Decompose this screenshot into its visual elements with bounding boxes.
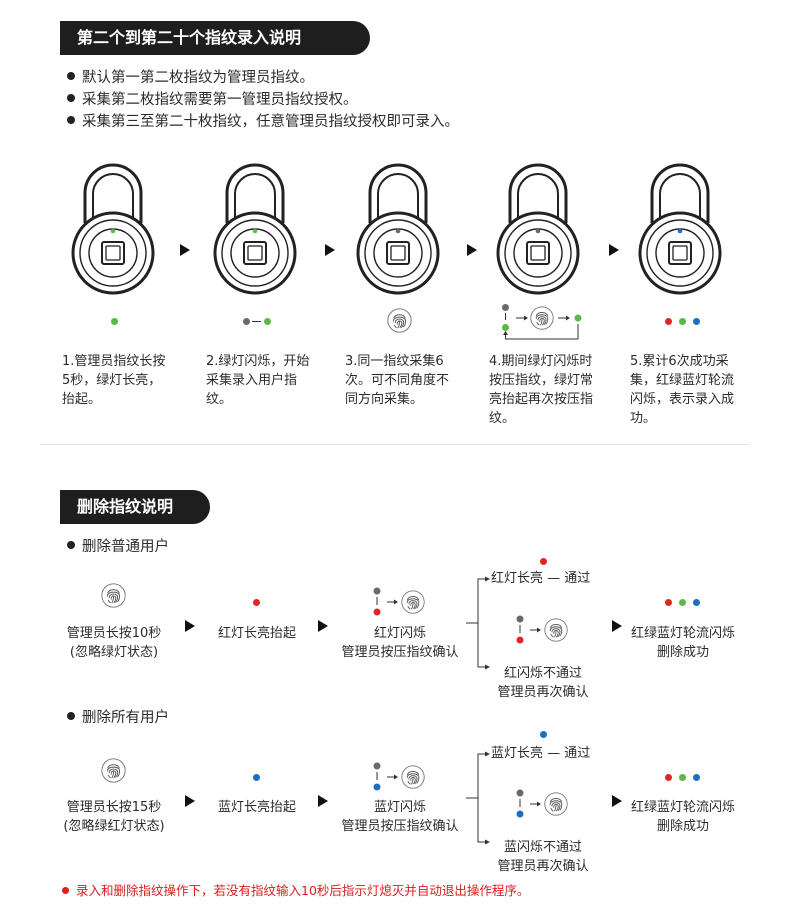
pass-label: 蓝灯长亮 — 通过 [491, 746, 591, 761]
hold-caption: 管理员长按10秒(忽略绿灯状态) [66, 626, 162, 660]
delete-normal-heading: 删除普通用户 [67, 536, 169, 558]
step-1-text: 1.管理员指纹长按5秒，绿灯长亮，抬起。 [62, 354, 166, 407]
press-cycle-diagram [502, 304, 582, 340]
right-arrow-icon [318, 795, 328, 807]
right-arrow-icon [325, 244, 335, 256]
branch-bracket [466, 576, 490, 670]
right-arrow-icon [318, 620, 328, 632]
led-green-dot [679, 318, 686, 325]
led-blue-dot [540, 731, 547, 738]
branch-bracket [466, 751, 490, 845]
success-caption: 红绿蓝灯轮流闪烁删除成功 [630, 626, 735, 660]
padlock-icon [356, 163, 440, 295]
state-caption: 红灯长亮抬起 [217, 626, 296, 641]
right-arrow-icon [609, 244, 619, 256]
step-4-text: 4.期间绿灯闪烁时按压指纹，绿灯常亮抬起再次按压指纹。 [489, 354, 594, 426]
led-green-dot [679, 599, 686, 606]
success-caption: 红绿蓝灯轮流闪烁删除成功 [630, 800, 735, 834]
delete-all-heading: 删除所有用户 [67, 707, 169, 729]
fail-label: 红闪烁不通过管理员再次确认 [497, 666, 589, 700]
right-arrow-icon [185, 795, 195, 807]
bullet-3: 采集第三至第二十枚指纹，任意管理员指纹授权即可录入。 [67, 111, 459, 133]
right-arrow-icon [185, 620, 195, 632]
state-caption: 蓝灯长亮抬起 [217, 800, 296, 815]
led-gray-dot [243, 318, 250, 325]
padlock-icon [213, 163, 297, 295]
right-arrow-icon [612, 620, 622, 632]
led-blue-dot [693, 599, 700, 606]
led-blue-dot [253, 774, 260, 781]
hold-caption: 管理员长按15秒(忽略绿红灯状态) [63, 800, 165, 834]
padlock-icon [638, 163, 722, 295]
led-blue-dot [693, 318, 700, 325]
retry-diagram [516, 615, 568, 644]
led-green-dot [111, 318, 118, 325]
dash [252, 321, 261, 322]
blink-caption: 红灯闪烁管理员按压指纹确认 [341, 626, 459, 660]
step-2-text: 2.绿灯闪烁，开始采集录入用户指纹。 [206, 354, 310, 407]
fingerprint-icon [101, 583, 126, 608]
led-red-dot [665, 318, 672, 325]
right-arrow-icon [180, 244, 190, 256]
retry-diagram [516, 789, 568, 818]
fingerprint-icon [387, 308, 412, 333]
led-red-dot [540, 558, 547, 565]
step-3-text: 3.同一指纹采集6次。可不同角度不同方向采集。 [345, 354, 450, 407]
led-red-dot [665, 599, 672, 606]
bullet-1: 默认第一第二枚指纹为管理员指纹。 [67, 67, 314, 89]
right-arrow-icon [467, 244, 477, 256]
section1-title: 第二个到第二十个指纹录入说明 [60, 21, 370, 55]
bullet-2: 采集第二枚指纹需要第一管理员指纹授权。 [67, 89, 358, 111]
led-red-dot [253, 599, 260, 606]
section2-title: 删除指纹说明 [60, 490, 210, 524]
blink-press-diagram [373, 762, 425, 791]
divider [40, 444, 750, 445]
led-blue-dot [693, 774, 700, 781]
step-5-text: 5.累计6次成功采集，红绿蓝灯轮流闪烁，表示录入成功。 [630, 354, 735, 426]
footer-note: 录入和删除指纹操作下，若没有指纹输入10秒后指示灯熄灭并自动退出操作程序。 [62, 880, 529, 899]
fingerprint-icon [101, 758, 126, 783]
padlock-icon [496, 163, 580, 295]
padlock-icon [71, 163, 155, 295]
led-green-dot [679, 774, 686, 781]
pass-label: 红灯长亮 — 通过 [491, 571, 591, 586]
right-arrow-icon [612, 795, 622, 807]
led-red-dot [665, 774, 672, 781]
blink-press-diagram [373, 587, 425, 616]
blink-caption: 蓝灯闪烁管理员按压指纹确认 [341, 800, 459, 834]
fail-label: 蓝闪烁不通过管理员再次确认 [497, 840, 589, 874]
led-green-dot [264, 318, 271, 325]
